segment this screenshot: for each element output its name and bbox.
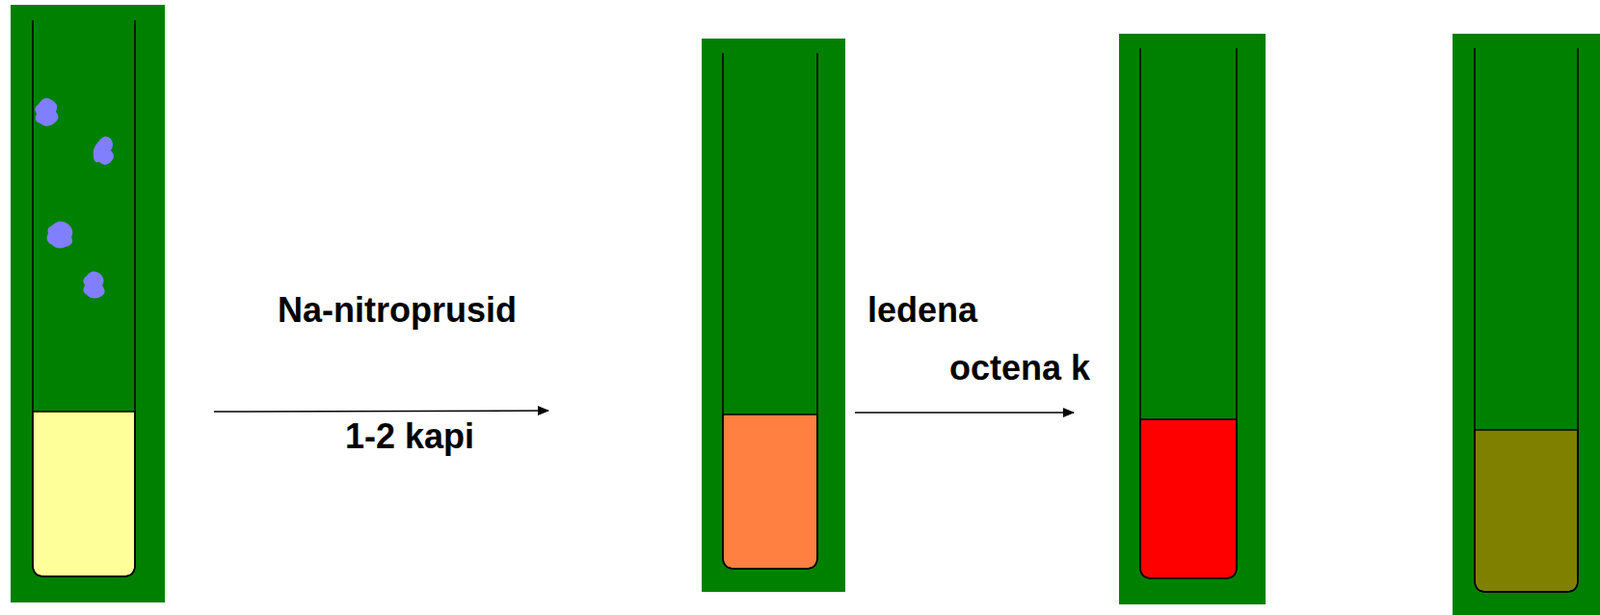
reagent-label: Na-nitroprusid: [277, 291, 517, 330]
reaction-arrow: [213, 410, 549, 412]
reagent-label: octena k: [949, 348, 1091, 388]
test-tube: [1119, 33, 1266, 605]
test-tube: [1452, 33, 1600, 615]
test-tube: [701, 38, 846, 592]
reagent-label: ledena: [867, 291, 978, 330]
amount-label: 1-2 kapi: [345, 417, 475, 456]
test-tube: [10, 4, 165, 603]
reaction-arrow: [854, 411, 1074, 414]
